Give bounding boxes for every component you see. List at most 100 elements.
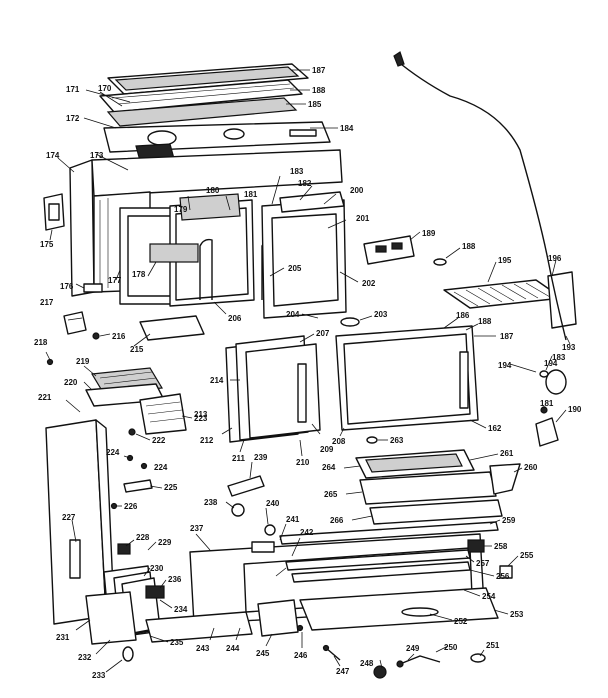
clip-203 [340,317,360,327]
label-234: 234 [174,605,188,614]
label-247: 247 [336,667,350,676]
label-183: 183 [290,167,304,176]
label-224a: 224 [106,448,120,457]
label-241: 241 [286,515,300,524]
label-208: 208 [332,437,346,446]
label-187b: 187 [500,332,514,341]
label-235: 235 [170,638,184,647]
wire-lead-247 [322,644,341,661]
label-249: 249 [406,644,420,653]
label-240: 240 [266,499,280,508]
label-180: 180 [206,186,220,195]
label-162: 162 [488,424,502,433]
label-189: 189 [422,229,436,238]
cover-260 [489,463,521,495]
screw-226 [110,502,118,510]
base-plate-243 [145,611,253,643]
label-207: 207 [316,329,330,338]
label-188b: 188 [462,242,476,251]
foot-176 [83,283,103,293]
label-230: 230 [150,564,164,573]
label-205: 205 [288,264,302,273]
label-203: 203 [374,310,388,319]
tray-265 [359,471,497,505]
box-245 [257,599,299,637]
label-251b: 251 [486,641,500,650]
label-179: 179 [174,205,188,214]
clip-240 [264,524,276,536]
label-206: 206 [228,314,242,323]
label-185: 185 [308,100,322,109]
label-170: 170 [98,84,112,93]
label-212: 212 [200,436,214,445]
bracket-255 [499,565,513,579]
label-255: 255 [520,551,534,560]
label-173: 173 [90,151,104,160]
pan-264 [355,449,475,479]
label-188: 188 [312,86,326,95]
label-204: 204 [286,310,300,319]
label-233: 233 [92,671,106,680]
label-225: 225 [164,483,178,492]
hinge-175 [43,193,65,231]
label-228: 228 [136,533,150,542]
label-237: 237 [190,524,204,533]
label-259: 259 [502,516,516,525]
wire-rack [443,271,577,329]
rail-250 [279,521,499,545]
label-236: 236 [168,575,182,584]
clip-224 [126,454,148,470]
label-260: 260 [524,463,538,472]
door-207-frame [335,325,479,431]
label-227: 227 [62,513,76,522]
label-219: 219 [76,357,90,366]
screw-216 [92,332,100,340]
label-196: 196 [548,254,562,263]
knob-194 [545,369,567,395]
clip-263 [366,436,378,444]
label-194b: 194 [544,359,558,368]
label-261: 261 [500,449,514,458]
door-214 [225,335,321,443]
label-193: 193 [562,343,576,352]
label-210: 210 [296,458,310,467]
label-265: 265 [324,490,338,499]
leader-lines [45,69,571,673]
tray-253 [299,587,499,631]
label-231: 231 [56,633,70,642]
probe-239 [227,475,265,497]
label-256: 256 [496,572,510,581]
label-183b: 183 [552,353,566,362]
terminal-248 [373,665,387,679]
label-229: 229 [158,538,172,547]
label-172: 172 [66,114,80,123]
rail-251 [285,549,471,571]
tray-266 [369,499,503,525]
plate-215 [139,315,205,341]
label-258: 258 [494,542,508,551]
label-246: 246 [294,651,308,660]
side-bracket [363,235,415,265]
label-190: 190 [568,405,582,414]
knob-183 [539,370,549,378]
label-242: 242 [300,528,314,537]
label-188c: 188 [478,317,492,326]
label-263: 263 [390,436,404,445]
label-217: 217 [40,298,54,307]
label-221: 221 [38,393,52,402]
label-194: 194 [498,361,512,370]
label-202: 202 [362,279,376,288]
part-labels: 187 188 185 184 171 170 172 173 174 175 … [34,66,582,680]
label-252: 252 [454,617,468,626]
label-250b: 250 [444,643,458,652]
bracket-236 [145,585,165,599]
label-244: 244 [226,644,240,653]
label-223: 223 [194,414,208,423]
label-175: 175 [40,240,54,249]
connector-251-lower [470,653,486,663]
label-213: 213 [194,410,208,419]
element-258 [467,539,485,553]
label-264: 264 [322,463,336,472]
knob-238 [231,503,245,517]
power-cord [393,51,567,341]
